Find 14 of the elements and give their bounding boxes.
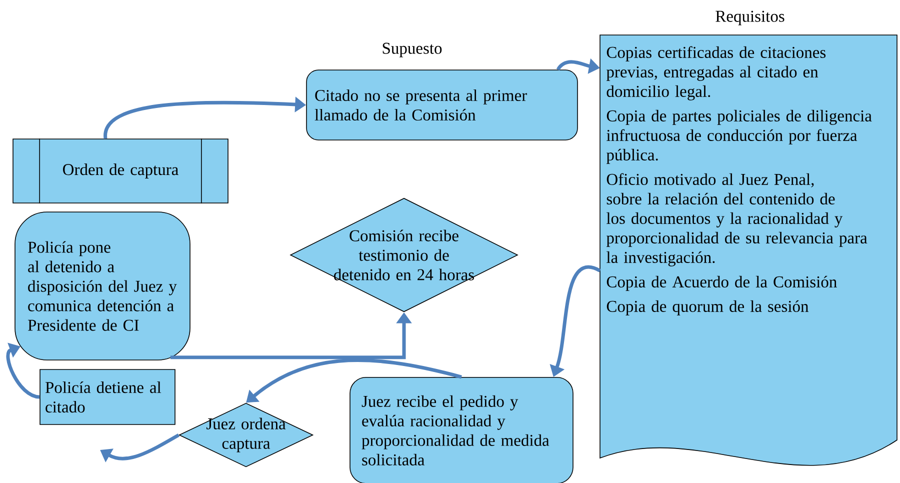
node-label: Copia de quorum de la sesión [606, 300, 809, 316]
node-label: Copia de partes policiales de diligencia infructuosa de conducción por fuerza pública. [606, 110, 872, 164]
document-box: Copias certificadas de citaciones previas, entregadas al citado en domicilio legal. Copia de partes policiales de diligencia infructuosa de conducción por fuerza pública. Oficio motivado al Juez Penal, sobre la relación del contenido de los documentos y la racionalidad y proporcionalidad de su relevancia para la investigación. Copia de Acuerdo de la Comisión Copia de quorum de la sesión [600, 34, 898, 466]
node-label: Oficio motivado al Juez Penal, sobre la relación del contenido de los documentos y la racionalidad y proporcionalidad de su relevancia para la investigación. [606, 173, 868, 266]
process-box: Orden de captura [12, 138, 228, 204]
process-box: Citado no se presenta al primer llamado de la Comisión [306, 70, 578, 140]
arrow [6, 342, 40, 399]
node-label: Copia de Acuerdo de la Comisión [606, 276, 837, 291]
process-box: Policía detiene al citado [40, 369, 176, 425]
node-label: Copias certificadas de citaciones previas, entregadas al citado en domicilio legal. [606, 46, 826, 100]
section-heading: Supuesto [382, 42, 442, 58]
process-box: Policía pone al detenido a disposición del Juez y comunica detención a Presidente de CI [14, 212, 190, 360]
section-heading: Requisitos [716, 10, 784, 26]
process-box: Juez recibe el pedido y evalúa racionalidad y proporcionalidad de medida solicitada [350, 377, 574, 483]
